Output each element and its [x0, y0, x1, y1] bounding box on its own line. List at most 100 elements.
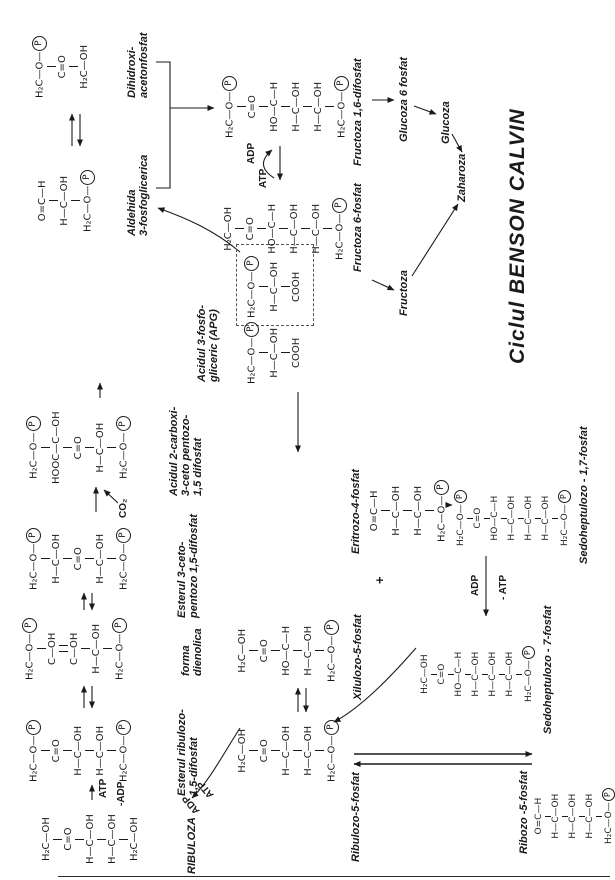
molecule-row: H—C—OH — [51, 533, 62, 584]
molecule-row: H—C—OH — [289, 203, 300, 254]
molecule-row: H₂C—O—P — [522, 646, 535, 702]
bond-single — [303, 106, 312, 108]
phosphate-icon: P — [332, 197, 347, 213]
molecule-row: H₂C—OH — [129, 817, 140, 861]
molecule-row: C=O — [73, 436, 84, 460]
bond-single — [279, 228, 288, 230]
bond-single — [103, 648, 112, 650]
molecule-row: H₂C—OH — [237, 728, 248, 773]
label-zaharoza: Zaharoza — [456, 153, 468, 202]
molecule-row: H—C—OH — [59, 175, 70, 226]
molecule-row: H₂C—O—P — [80, 169, 95, 232]
molecule-row: C=O — [63, 827, 74, 851]
bond-single — [425, 510, 434, 512]
phosphate-icon: P — [454, 490, 467, 504]
phosphate-icon: P — [116, 527, 131, 543]
bond-single — [71, 200, 80, 202]
bond-single — [41, 750, 50, 752]
bond-single — [293, 750, 302, 752]
molecule-row: HO—C—H — [269, 81, 280, 132]
phosphate-icon: P — [112, 617, 127, 633]
label-adp-2: ADP — [246, 142, 257, 164]
molecule-row: H₂C—O—P — [454, 490, 467, 546]
molecule-row: H₂C—O—P — [334, 75, 349, 138]
molecule-row: HO—C—H — [267, 203, 278, 254]
arrow-fructoza-to-zaharoza — [411, 203, 459, 277]
molecule-row: H₂C—OH — [79, 44, 90, 89]
bond-single — [63, 750, 72, 752]
molecule-row: C=O — [259, 639, 270, 663]
label-f6p: Fructoza 6-fosfat — [352, 183, 364, 272]
label-glucoza: Glucoza — [440, 101, 452, 144]
molecule-row: H—C—OH — [505, 651, 515, 697]
molecule-row: H₂C—OH — [420, 654, 430, 694]
label-g6p: Glucoza 6 fosfat — [398, 57, 410, 142]
phosphate-icon: P — [602, 788, 615, 802]
molecule-row: H—C—OH — [541, 495, 551, 541]
molecule-row: H₂C—OH — [223, 206, 234, 251]
molecule-row: H—C—OH — [507, 495, 517, 541]
label-xu5p: Xilulozo-5-fosfat — [352, 614, 364, 700]
label-plus: + — [372, 576, 387, 584]
label-s7p: Sedoheptulozo - 7-fosfat — [542, 605, 554, 734]
label-acid-2-carboxi: Acidul 2-carboxi- 3-ceto pentozo- 1,5 di… — [168, 406, 204, 496]
label-e4p: Eritrozo-4-fosfat — [350, 469, 362, 554]
molecule-row: H₂C—O—P — [112, 617, 127, 680]
molecule-row: O=C—H — [369, 490, 380, 532]
phosphate-icon: P — [80, 169, 95, 185]
molecule-row: H₂C—O—P — [324, 719, 339, 782]
molecule-row: H₂C—O—P — [32, 35, 47, 98]
molecule-row: O=C—H — [534, 797, 544, 835]
label-co2: CO₂ — [118, 498, 129, 518]
bond-single — [237, 106, 246, 108]
curve-s7p-to-ru5p — [333, 647, 417, 723]
bond-single — [281, 106, 290, 108]
molecule-row: H—C—OH — [488, 651, 498, 697]
label-title: Ciclul BENSON CALVIN — [506, 108, 529, 364]
molecule-row: H—C—OH — [551, 793, 561, 839]
bond-single — [315, 750, 324, 752]
bond-single — [41, 558, 50, 560]
molecule-row: H—C—OH — [313, 81, 324, 132]
bond-single — [259, 286, 268, 288]
label-ru5p: Ribulozo-5-fosfat — [350, 772, 362, 862]
bond-single — [81, 648, 90, 650]
molecule-row: HO—C—H — [454, 651, 464, 697]
phosphate-icon: P — [116, 416, 131, 432]
bond-single — [49, 200, 58, 202]
ar-atp-adp-fructoza — [262, 149, 275, 179]
molecule-row: H—C—OH — [524, 495, 534, 541]
bond-single — [323, 228, 332, 230]
molecule-row: C=O — [73, 547, 84, 571]
molecule-row: H₂C—OH — [41, 817, 52, 861]
arrow-apg-to-aldehida — [157, 207, 241, 253]
bond-single — [107, 750, 116, 752]
phosphate-icon: P — [26, 527, 41, 543]
molecule-row: H—C—OH — [568, 793, 578, 839]
bond-single — [85, 447, 94, 449]
label-s17p: Sedoheptulozo - 1,7-fosfat — [578, 426, 590, 565]
molecule-row: H—C—OH — [391, 485, 402, 536]
bond-single — [37, 648, 46, 650]
bond-single — [47, 66, 56, 68]
phosphate-icon: P — [324, 619, 339, 635]
bond-single — [293, 650, 302, 652]
arrow-co2-in — [103, 489, 119, 504]
molecule-row: HO—C—H — [281, 625, 292, 676]
phosphate-icon: P — [334, 75, 349, 91]
label-apg: Acidul 3-fosfo- gliceric (APG) — [196, 305, 220, 382]
bracket-gap-dhap — [156, 61, 171, 189]
molecule-row: H₂C—O—P — [332, 197, 347, 260]
label-adp-1: -ADP — [116, 781, 127, 806]
bond-single — [301, 228, 310, 230]
molecule-row: H—C—OH — [471, 651, 481, 697]
label-riboloza: RIBULOZA — [186, 817, 198, 874]
bond-single — [63, 558, 72, 560]
bond-single — [85, 558, 94, 560]
